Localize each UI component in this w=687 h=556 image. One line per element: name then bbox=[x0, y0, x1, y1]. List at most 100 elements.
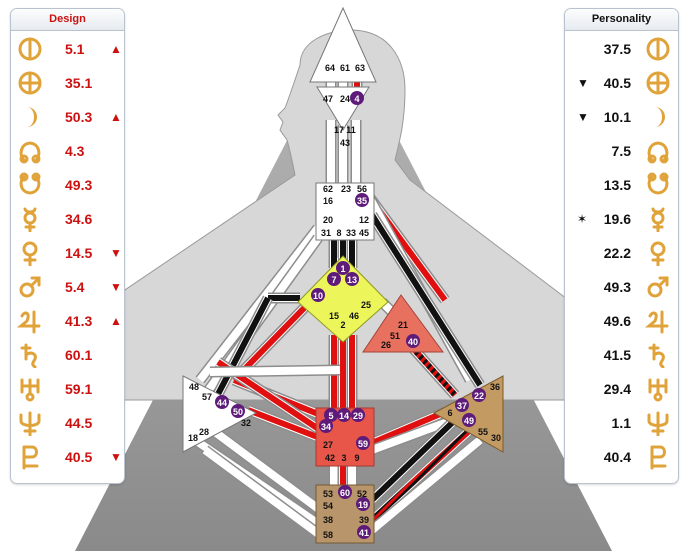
gate-number: 64 bbox=[325, 63, 335, 73]
design-arrow: ▲ bbox=[110, 110, 122, 124]
personality-arrow: ▼ bbox=[577, 76, 589, 90]
gate-number: 41 bbox=[359, 528, 369, 538]
gate-number: 3 bbox=[341, 453, 346, 463]
design-row: 40.5▼ bbox=[11, 441, 124, 475]
gate-1: 1 bbox=[336, 261, 350, 275]
gate-number: 35 bbox=[357, 196, 367, 206]
gate-18: 18 bbox=[188, 433, 198, 443]
gate-activation-dot bbox=[338, 485, 352, 499]
gate-activation-dot bbox=[355, 193, 369, 207]
gate-26: 26 bbox=[381, 340, 391, 350]
gate-58: 58 bbox=[323, 530, 333, 540]
mercury-icon bbox=[645, 206, 671, 233]
personality-value: 40.5 bbox=[603, 75, 631, 91]
gate-12: 12 bbox=[359, 215, 369, 225]
gate-number: 40 bbox=[408, 337, 418, 347]
gate-number: 23 bbox=[341, 184, 351, 194]
personality-value: 40.4 bbox=[603, 449, 631, 465]
personality-arrow: ▼ bbox=[577, 110, 589, 124]
head-center bbox=[309, 6, 377, 83]
gate-number: 12 bbox=[359, 215, 369, 225]
gate-number: 4 bbox=[354, 94, 359, 104]
gate-activation-dot bbox=[356, 436, 370, 450]
gate-number: 44 bbox=[217, 398, 227, 408]
personality-value: 37.5 bbox=[603, 41, 631, 57]
gate-10: 10 bbox=[311, 288, 325, 302]
gate-19: 19 bbox=[356, 497, 370, 511]
gate-48: 48 bbox=[189, 382, 199, 392]
gate-number: 19 bbox=[358, 500, 368, 510]
gate-number: 60 bbox=[340, 488, 350, 498]
design-row: 5.1▲ bbox=[11, 33, 124, 67]
gate-number: 38 bbox=[323, 515, 333, 525]
gate-number: 13 bbox=[347, 275, 357, 285]
north-node-icon bbox=[17, 138, 43, 164]
gate-number: 14 bbox=[339, 411, 349, 421]
gate-activation-dot bbox=[345, 272, 359, 286]
venus-icon bbox=[645, 240, 671, 267]
channel-fill bbox=[369, 213, 483, 387]
gate-7: 7 bbox=[327, 272, 341, 286]
mars-icon bbox=[17, 274, 43, 300]
design-arrow: ▼ bbox=[110, 450, 122, 464]
gate-64: 64 bbox=[325, 63, 335, 73]
gate-number: 24 bbox=[340, 94, 350, 104]
gate-3: 3 bbox=[341, 453, 346, 463]
jupiter-icon bbox=[644, 308, 671, 334]
gate-53: 53 bbox=[323, 489, 333, 499]
gate-number: 34 bbox=[321, 422, 331, 432]
gate-number: 51 bbox=[390, 331, 400, 341]
personality-row: 19.6✶ bbox=[565, 203, 678, 237]
gate-61: 61 bbox=[340, 63, 350, 73]
channel-track bbox=[202, 446, 323, 539]
personality-title: Personality bbox=[565, 9, 678, 31]
saturn-icon bbox=[17, 342, 43, 369]
gate-14: 14 bbox=[337, 408, 351, 422]
personality-row: 22.2 bbox=[565, 237, 678, 271]
gate-39: 39 bbox=[359, 515, 369, 525]
gate-13: 13 bbox=[345, 272, 359, 286]
gate-63: 63 bbox=[355, 63, 365, 73]
gate-number: 1 bbox=[340, 264, 345, 274]
personality-arrow: ✶ bbox=[577, 212, 588, 226]
uranus-icon bbox=[17, 376, 43, 402]
gate-number: 31 bbox=[321, 228, 331, 238]
channel-track bbox=[212, 428, 323, 514]
gate-29: 29 bbox=[351, 408, 365, 422]
gate-number: 33 bbox=[346, 228, 356, 238]
gate-number: 20 bbox=[323, 215, 333, 225]
design-value: 34.6 bbox=[65, 211, 93, 227]
gate-number: 10 bbox=[313, 291, 323, 301]
design-arrow: ▲ bbox=[110, 314, 122, 328]
gate-30: 30 bbox=[491, 433, 501, 443]
design-value: 41.3 bbox=[65, 313, 93, 329]
personality-value: 22.2 bbox=[603, 245, 631, 261]
personality-value: 49.3 bbox=[603, 279, 631, 295]
gate-number: 57 bbox=[202, 392, 212, 402]
gate-number: 56 bbox=[357, 184, 367, 194]
neptune-icon bbox=[17, 410, 43, 437]
gate-62: 62 bbox=[323, 184, 333, 194]
gate-activation-dot bbox=[462, 413, 476, 427]
gate-number: 47 bbox=[323, 94, 333, 104]
gate-number: 32 bbox=[241, 418, 251, 428]
neptune-icon bbox=[645, 410, 671, 437]
gate-28: 28 bbox=[199, 427, 209, 437]
personality-value: 10.1 bbox=[603, 109, 631, 125]
gate-56: 56 bbox=[357, 184, 367, 194]
channel-track bbox=[209, 366, 341, 376]
mercury-icon bbox=[17, 206, 43, 233]
gate-8: 8 bbox=[336, 228, 341, 238]
gate-number: 25 bbox=[361, 300, 371, 310]
channel-fill bbox=[369, 417, 458, 503]
design-row: 14.5▼ bbox=[11, 237, 124, 271]
gate-number: 54 bbox=[323, 501, 333, 511]
gate-60: 60 bbox=[338, 485, 352, 499]
personality-row: 1.1 bbox=[565, 407, 678, 441]
personality-row: 13.5 bbox=[565, 169, 678, 203]
south-node-icon bbox=[17, 172, 43, 198]
personality-row: 40.4 bbox=[565, 441, 678, 475]
gate-number: 63 bbox=[355, 63, 365, 73]
moon-icon bbox=[17, 104, 43, 130]
personality-row: 7.5 bbox=[565, 135, 678, 169]
